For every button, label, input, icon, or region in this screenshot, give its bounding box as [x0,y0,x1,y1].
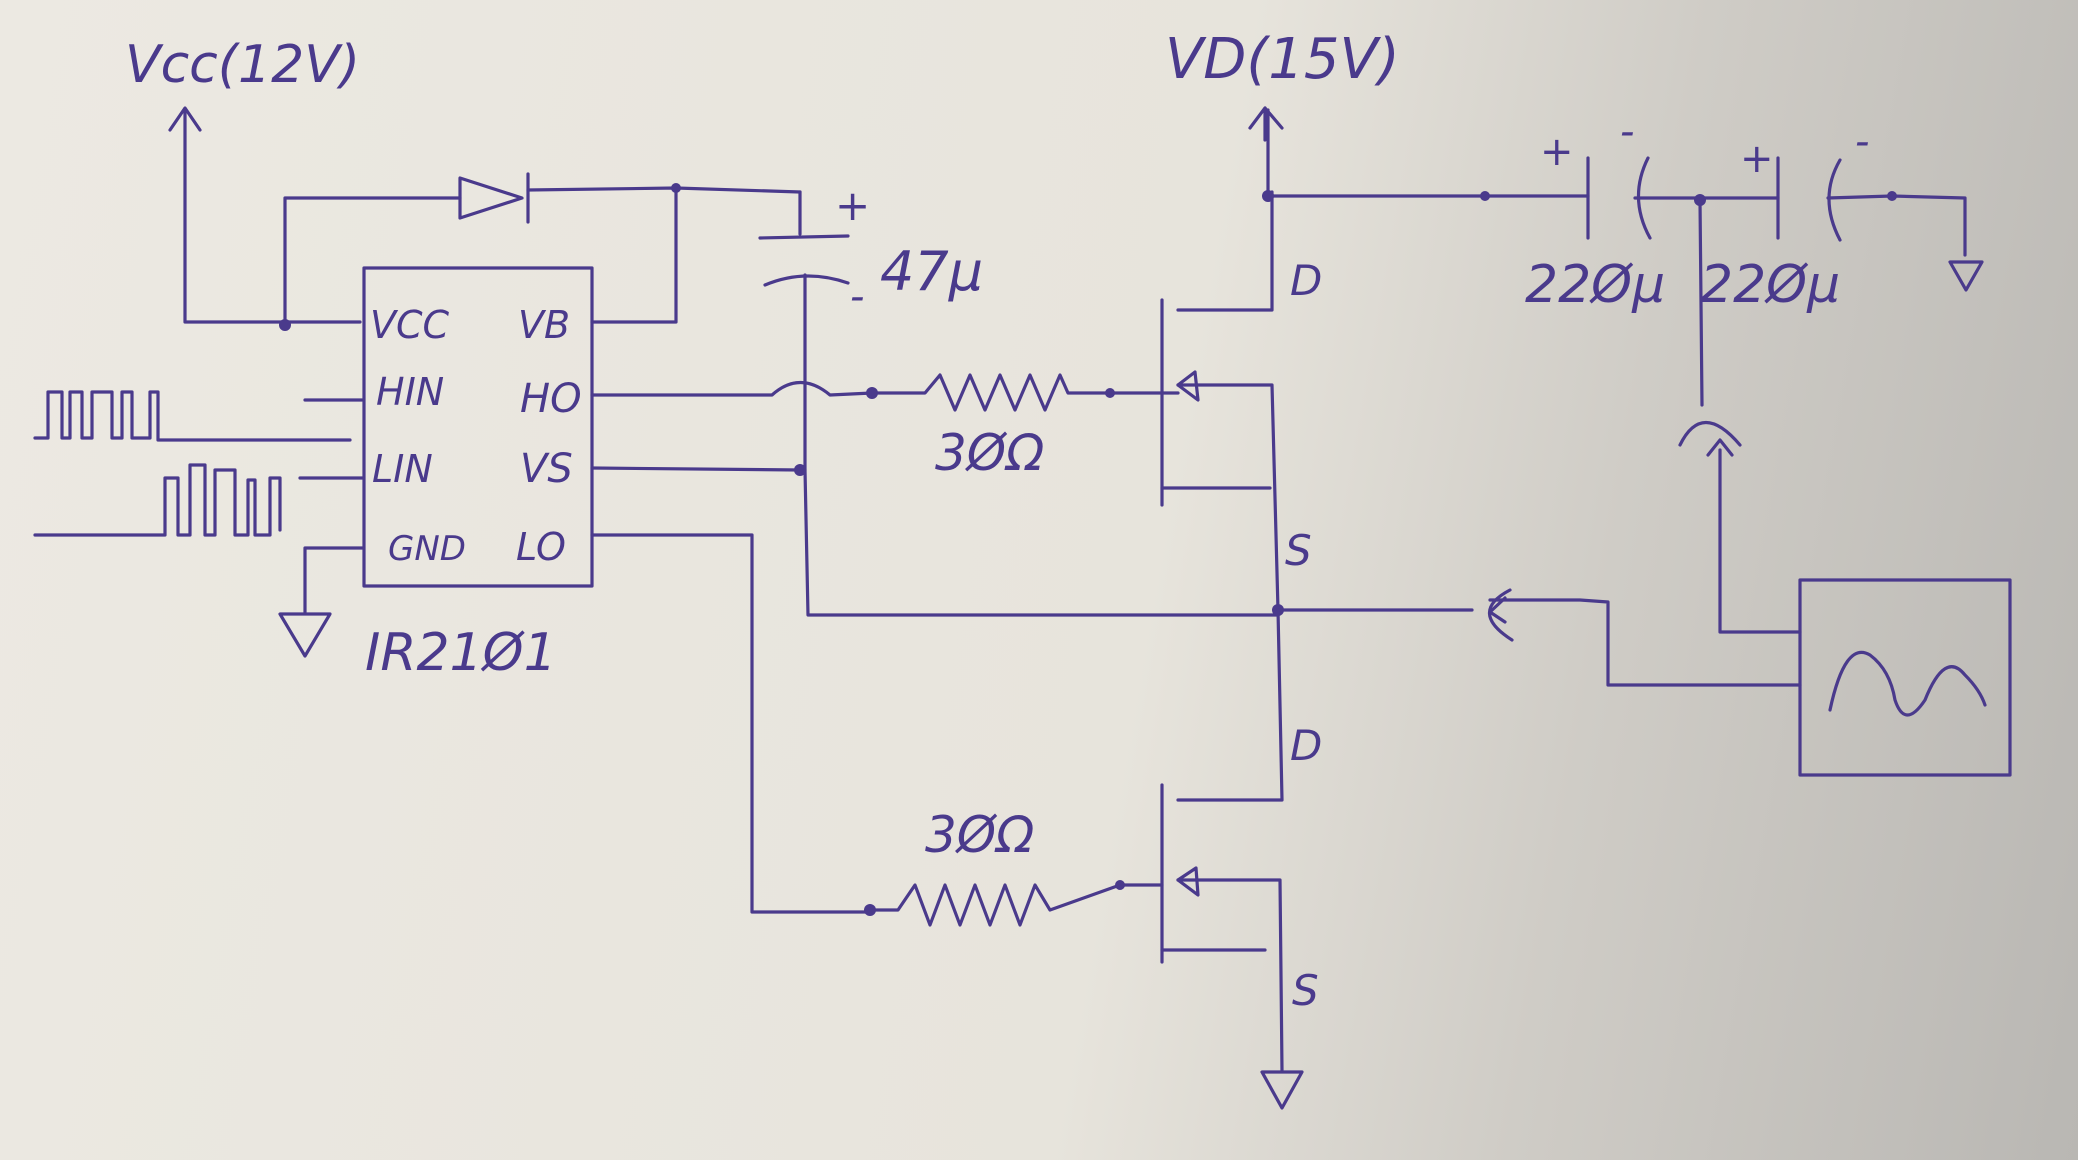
cap2-plus: + [1740,136,1774,182]
high-side-gate-path: 3ØΩ [590,373,1115,482]
high-gate-resistor-value: 3ØΩ [935,424,1044,482]
oscilloscope [1798,578,2012,777]
cap1-plus: + [1540,129,1574,175]
pin-lin-label: LIN [372,447,433,491]
bootstrap-diode [458,172,802,324]
low-side-mosfet: D S [1118,608,1322,1110]
cap2-minus: - [1855,119,1869,165]
vcc-supply-wiring [168,106,462,331]
bootstrap-cap-plus: + [835,181,870,230]
pin-gnd-label: GND [388,529,466,569]
lin-pulse-input [33,463,364,537]
low-mosfet-drain-label: D [1290,721,1322,770]
high-mosfet-drain-label: D [1290,256,1322,305]
low-side-gate-path: 3ØΩ [590,533,1125,927]
vd-rail-label: VD(15V) [1165,27,1400,92]
vcc-rail-label: Vcc(12V) [125,35,360,95]
bootstrap-capacitor: + - 47μ [758,181,983,472]
output-capacitor-2: + - 22Øμ [1698,119,1984,315]
driver-ic: VCC HIN LIN GND VB HO VS LO IR21Ø1 [362,266,594,683]
probe-switch-node [1276,588,1802,687]
bootstrap-cap-minus: - [850,274,864,320]
low-mosfet-source-label: S [1292,966,1319,1015]
cap1-value: 22Øμ [1525,255,1665,315]
probe-midpoint-wiring [1678,198,1802,634]
pin-hin-label: HIN [376,370,444,414]
output-capacitor-1: + - 22Øμ [1525,109,1702,315]
cap1-minus: - [1620,109,1634,155]
vd-rail-wiring [1248,106,1590,202]
driver-ic-part-number: IR21Ø1 [365,623,557,683]
high-side-mosfet: D S [1108,190,1322,612]
pin-vb-label: VB [518,303,570,347]
pin-vcc-label: VCC [370,303,450,347]
pin-ho-label: HO [520,376,582,422]
hin-pulse-input [33,390,364,442]
high-mosfet-source-label: S [1285,526,1312,575]
pin-vs-label: VS [520,446,573,492]
low-gate-resistor-value: 3ØΩ [925,806,1034,864]
ic-ground [278,546,364,658]
low-side-ground-icon [1260,1070,1304,1110]
bootstrap-cap-value: 47μ [880,240,983,303]
cap2-value: 22Øμ [1700,255,1840,315]
pin-lo-label: LO [516,525,566,569]
sine-wave-icon [1828,650,1987,717]
